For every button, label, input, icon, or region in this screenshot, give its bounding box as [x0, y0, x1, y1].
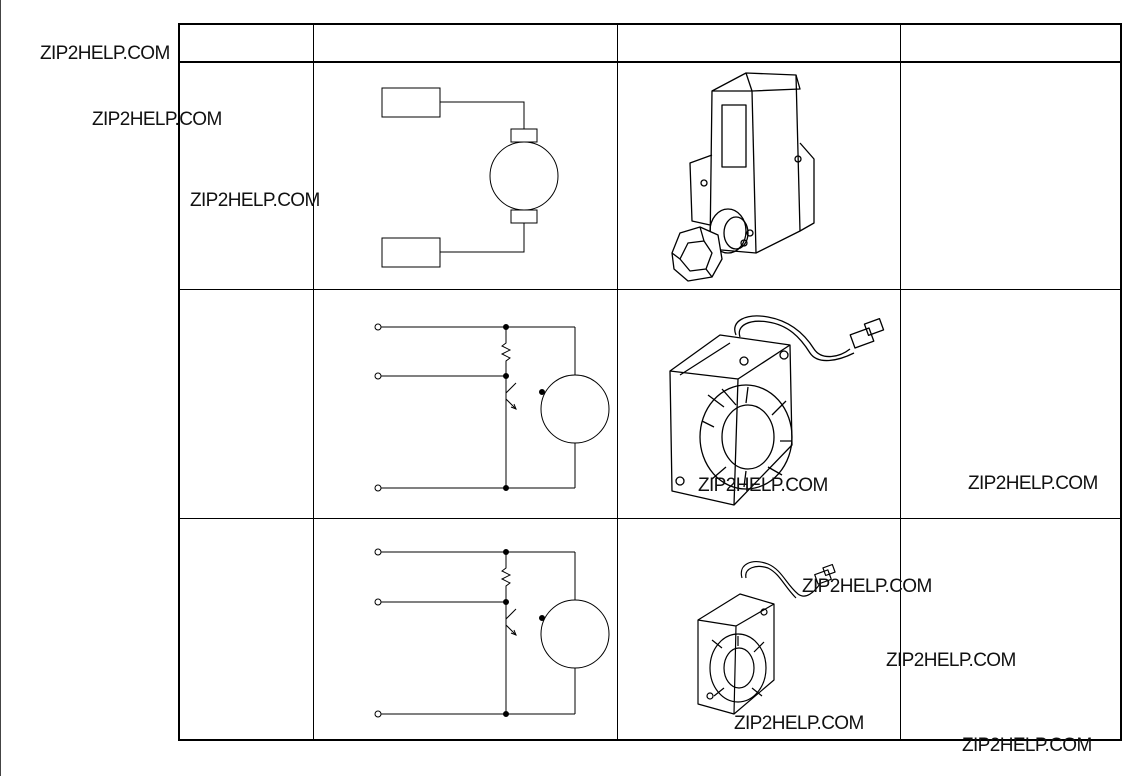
watermark-text: ZIP2HELP.COM — [968, 473, 1098, 494]
watermark-text: ZIP2HELP.COM — [886, 650, 1016, 671]
motor-unit-drawing — [618, 63, 900, 289]
column-divider — [313, 25, 314, 739]
watermark-text: ZIP2HELP.COM — [698, 475, 828, 496]
header-row-divider — [180, 61, 1120, 63]
watermark-text: ZIP2HELP.COM — [962, 735, 1092, 756]
watermark-text: ZIP2HELP.COM — [190, 190, 320, 211]
parts-table — [178, 23, 1122, 741]
fan-motor-schematic — [314, 291, 617, 518]
header-cell-diagram — [314, 25, 617, 61]
dc-motor-schematic — [314, 63, 617, 289]
watermark-text: ZIP2HELP.COM — [92, 109, 222, 130]
column-divider — [900, 25, 901, 739]
cooling-fan-large-drawing — [618, 291, 900, 518]
row-divider — [180, 289, 1120, 290]
header-cell-image — [618, 25, 900, 61]
watermark-text: ZIP2HELP.COM — [802, 576, 932, 597]
row-divider — [180, 518, 1120, 519]
header-cell-notes — [901, 25, 1122, 61]
watermark-text: ZIP2HELP.COM — [734, 713, 864, 734]
column-divider — [617, 25, 618, 739]
page-edge-rule — [0, 0, 1, 776]
cooling-fan-small-drawing — [618, 520, 900, 739]
header-cell-name — [180, 25, 313, 61]
watermark-text: ZIP2HELP.COM — [40, 43, 170, 64]
fan-motor-schematic — [314, 520, 617, 739]
